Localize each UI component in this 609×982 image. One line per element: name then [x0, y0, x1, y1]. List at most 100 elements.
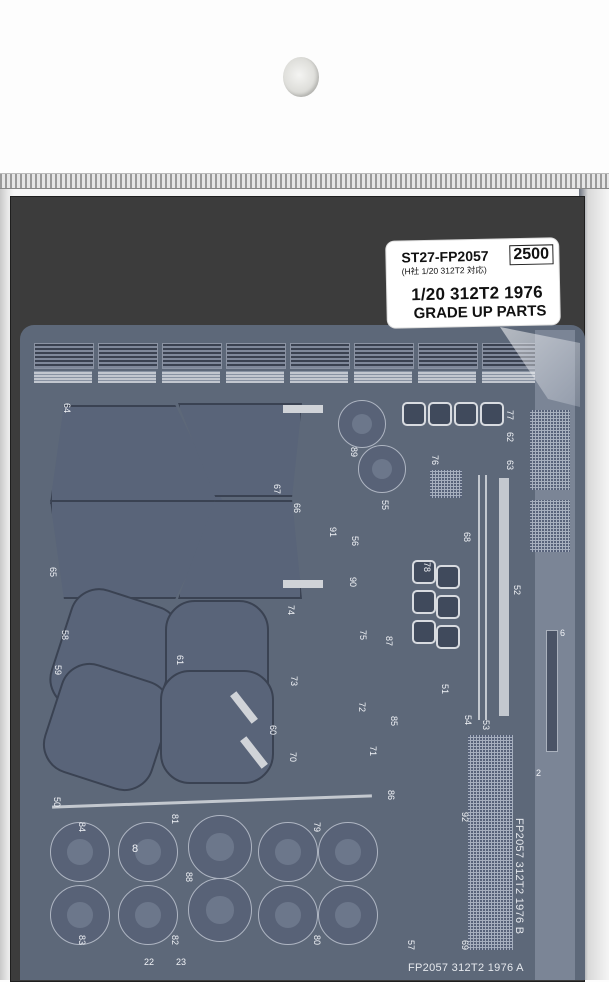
- compatibility-note: (H社 1/20 312T2 対応): [401, 264, 487, 277]
- product-title: 1/20 312T2 1976: [411, 282, 543, 305]
- radiator-89-top: [338, 400, 386, 448]
- part-label-22: 22: [144, 957, 155, 967]
- part-label-68: 68: [462, 532, 472, 543]
- product-code: ST27-FP2057: [401, 247, 489, 266]
- part-label-62: 62: [505, 432, 515, 443]
- part-label-54: 54: [463, 715, 473, 726]
- part-label-60: 60: [268, 725, 278, 736]
- part-label-64: 64: [62, 403, 72, 414]
- wheel-88-top: [188, 815, 252, 879]
- hanger-hole: [283, 57, 319, 97]
- hex-78d: [436, 595, 460, 619]
- part-label-51: 51: [440, 684, 450, 695]
- grille-part: [418, 343, 478, 383]
- tab-64: [283, 405, 323, 413]
- fret-b-marking: FP2057 312T2 1976 B: [513, 818, 525, 935]
- hex-nut-77d: [480, 402, 504, 426]
- hex-78a: [412, 560, 436, 584]
- wheel-79a: [258, 822, 318, 882]
- mesh-fret-b-top: [530, 410, 570, 490]
- seal-strip: [0, 173, 609, 189]
- part-label-63: 63: [505, 460, 515, 471]
- grille-part: [162, 343, 222, 383]
- price: 2500: [509, 244, 554, 266]
- part-label-91: 91: [328, 527, 338, 538]
- part-label-58: 58: [60, 630, 70, 641]
- wheel-79b: [318, 822, 378, 882]
- part-label-83: 83: [77, 935, 87, 946]
- part-label-80: 80: [312, 935, 322, 946]
- part-label-79: 79: [312, 822, 322, 833]
- bar-54: [478, 475, 480, 720]
- part-label-89: 89: [349, 447, 359, 458]
- part-label-23: 23: [176, 957, 187, 967]
- part-label-88: 88: [184, 872, 194, 883]
- bar-6: [546, 630, 558, 752]
- part-label-53: 53: [481, 720, 491, 731]
- radiator-89: [358, 445, 406, 493]
- grille-part: [226, 343, 286, 383]
- wheel-84: [50, 822, 110, 882]
- wheel-81: [118, 822, 178, 882]
- part-label-71: 71: [368, 746, 378, 757]
- grille-part: [354, 343, 414, 383]
- part-label-81: 81: [170, 814, 180, 825]
- bar-52: [499, 478, 509, 716]
- hex-78e: [412, 620, 436, 644]
- part-label-78: 78: [422, 562, 432, 573]
- price-label: ST27-FP2057 (H社 1/20 312T2 対応) 2500 1/20…: [386, 238, 560, 328]
- part-label-57: 57: [406, 940, 416, 951]
- tab-66: [283, 580, 323, 588]
- part-label-90: 90: [348, 577, 358, 588]
- hex-nut-77c: [454, 402, 478, 426]
- part-label-70: 70: [288, 752, 298, 763]
- part-label-74: 74: [286, 605, 296, 616]
- part-label-85: 85: [389, 716, 399, 727]
- part-label-59: 59: [53, 665, 63, 676]
- part-label-65: 65: [48, 567, 58, 578]
- bar-53: [485, 475, 487, 720]
- part-label-82: 82: [170, 935, 180, 946]
- wheel-88: [188, 878, 252, 942]
- part-label-50: 50: [52, 797, 62, 808]
- grille-part: [290, 343, 350, 383]
- part-label-69: 69: [460, 940, 470, 951]
- mesh-92: [468, 735, 513, 950]
- hex-nut-77a: [402, 402, 426, 426]
- wheel-80b: [318, 885, 378, 945]
- part-label-61: 61: [175, 655, 185, 666]
- part-label-75: 75: [358, 630, 368, 641]
- part-label-66: 66: [292, 503, 302, 514]
- part-label-76: 76: [430, 455, 440, 466]
- part-label-77: 77: [505, 410, 515, 421]
- hex-78b: [436, 565, 460, 589]
- part-label-67: 67: [272, 484, 282, 495]
- part-label-73: 73: [289, 676, 299, 687]
- product-subtitle: GRADE UP PARTS: [413, 302, 547, 323]
- part-label-86: 86: [386, 790, 396, 801]
- wheel-83: [50, 885, 110, 945]
- grille-part: [34, 343, 94, 383]
- mesh-76: [430, 470, 462, 498]
- panel-66: [178, 500, 302, 599]
- part-label-87: 87: [384, 636, 394, 647]
- wheel-80a: [258, 885, 318, 945]
- part-label-56: 56: [350, 536, 360, 547]
- part-label-52: 52: [512, 585, 522, 596]
- panel-60: [160, 670, 274, 784]
- part-label-92: 92: [460, 812, 470, 823]
- wheel-82: [118, 885, 178, 945]
- part-label-55: 55: [380, 500, 390, 511]
- hex-78c: [412, 590, 436, 614]
- fret-a-marking: FP2057 312T2 1976 A: [408, 962, 524, 974]
- grille-part: [98, 343, 158, 383]
- part-label-6: 6: [560, 628, 566, 638]
- mesh-fret-b-mid: [530, 500, 570, 552]
- part-label-8: 8: [132, 843, 139, 855]
- part-label-2: 2: [536, 768, 542, 778]
- grille-row: [34, 343, 542, 383]
- hex-78f: [436, 625, 460, 649]
- part-label-72: 72: [357, 702, 367, 713]
- part-label-84: 84: [77, 822, 87, 833]
- hex-nut-77b: [428, 402, 452, 426]
